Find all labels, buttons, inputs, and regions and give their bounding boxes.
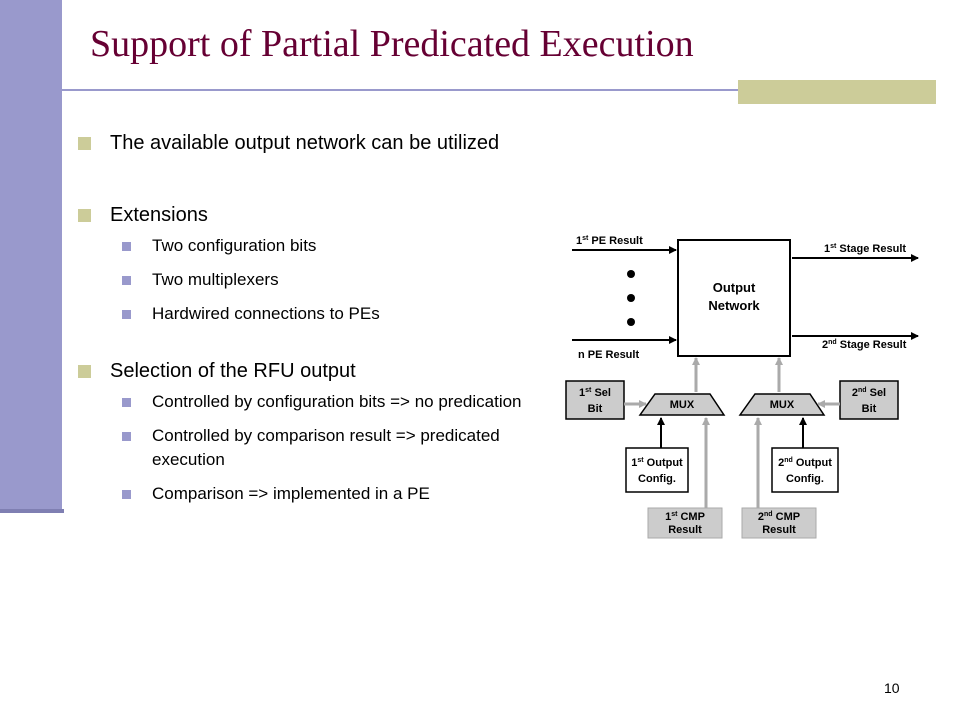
slide-title: Support of Partial Predicated Execution <box>90 23 694 65</box>
mux2 <box>738 393 826 416</box>
sidebar-decoration <box>0 0 62 512</box>
page-number: 10 <box>884 680 900 696</box>
output-config1-label: 1st Output <box>631 457 683 469</box>
sel1-label: 1st Sel <box>579 387 611 399</box>
sel2-label: 2nd Sel <box>852 387 886 399</box>
sub-bullet: Two multiplexers <box>78 268 558 292</box>
pe-n-result-label: n PE Result <box>578 349 639 361</box>
cmp1-result-box <box>647 507 723 539</box>
sel2-bit-label: Bit <box>862 403 877 415</box>
cmp1-result-label: Result <box>668 524 702 536</box>
sub-bullet: Controlled by configuration bits => no p… <box>78 390 558 414</box>
stage1-result-label: 1st Stage Result <box>824 243 906 255</box>
sub-bullet: Comparison => implemented in a PE <box>78 482 558 506</box>
output-config1-sub: Config. <box>638 473 676 485</box>
sel2-bit-box <box>839 380 899 420</box>
ellipsis-dot <box>627 270 635 278</box>
sel1-bit-label: Bit <box>588 403 603 415</box>
bullet-output-network: The available output network can be util… <box>78 130 558 156</box>
sel1-bit-box <box>565 380 625 420</box>
title-accent-bar <box>738 80 936 104</box>
bullet-list: The available output network can be util… <box>78 130 558 506</box>
bullet-selection: Selection of the RFU output <box>78 358 558 384</box>
mux2-label: MUX <box>770 399 795 411</box>
cmp1-label: 1st CMP <box>665 511 705 523</box>
output-network-diagram: Output Network 1st PE Result n PE Result… <box>565 235 919 539</box>
pe-first-result-label: 1st PE Result <box>576 235 643 247</box>
mux1-label: MUX <box>670 399 695 411</box>
cmp2-result-label: Result <box>762 524 796 536</box>
sub-bullet: Controlled by comparison result => predi… <box>78 424 558 472</box>
output-config2-sub: Config. <box>786 473 824 485</box>
output-config2-label: 2nd Output <box>778 457 832 469</box>
stage2-result-label: 2nd Stage Result <box>822 339 907 351</box>
bullet-extensions: Extensions <box>78 202 558 228</box>
network-label-line2: Network <box>708 298 760 313</box>
title-rule <box>40 89 936 91</box>
mux1 <box>638 393 726 416</box>
output-config1-box <box>625 447 689 493</box>
cmp2-result-box <box>741 507 817 539</box>
cmp2-label: 2nd CMP <box>758 511 800 523</box>
sidebar-decoration-edge <box>0 509 64 513</box>
output-config2-box <box>771 447 839 493</box>
network-label-line1: Output <box>713 280 756 295</box>
sub-bullet: Two configuration bits <box>78 234 558 258</box>
sub-bullet: Hardwired connections to PEs <box>78 302 558 326</box>
output-network-box <box>677 239 791 357</box>
ellipsis-dot <box>627 294 635 302</box>
ellipsis-dot <box>627 318 635 326</box>
